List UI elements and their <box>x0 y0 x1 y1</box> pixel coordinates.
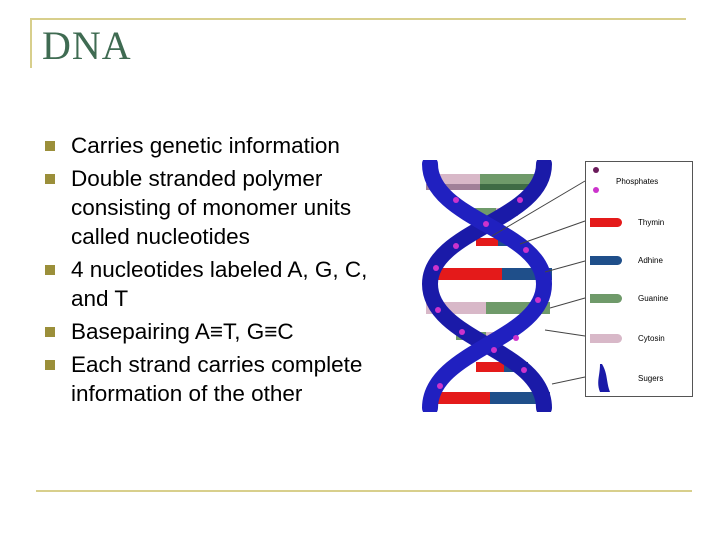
phosphate-dot <box>521 367 527 373</box>
phosphate-dot <box>437 383 443 389</box>
bullet-text: 4 nucleotides labeled A, G, C, and T <box>71 257 368 311</box>
slide-title: DNA <box>42 23 132 68</box>
phosphate-dot <box>453 243 459 249</box>
phosphate-dot <box>491 347 497 353</box>
phosphate-dot <box>517 197 523 203</box>
sugar-backbone-strand <box>422 160 553 412</box>
base-pair <box>476 238 498 246</box>
base-pair <box>426 184 480 190</box>
legend-box: Phosphates Thymin Adhine Guanine Cytosin… <box>585 161 693 397</box>
sugar-strand-icon <box>598 364 610 392</box>
legend-label-sugers: Sugers <box>638 374 664 383</box>
legend-label-cytosin: Cytosin <box>638 334 665 343</box>
bullet-text: Each strand carries complete information… <box>71 352 363 406</box>
square-bullet-icon <box>45 174 55 184</box>
guanine-bar-icon <box>590 294 622 303</box>
phosphate-dot <box>459 329 465 335</box>
legend-label-guanine: Guanine <box>638 294 669 303</box>
base-pair <box>426 268 502 280</box>
base-pair <box>430 392 490 404</box>
base-pair <box>480 174 536 184</box>
thymin-bar-icon <box>590 218 622 227</box>
phosphate-dot <box>453 197 459 203</box>
dna-helix-illustration <box>421 160 553 412</box>
square-bullet-icon <box>45 360 55 370</box>
legend-label-adhine: Adhine <box>638 256 663 265</box>
base-pair <box>476 362 504 372</box>
bullet-item: Basepairing A≡T, G≡C <box>44 317 404 346</box>
phosphate-dots-icon <box>593 187 599 193</box>
bullet-item: Each strand carries complete information… <box>44 350 404 408</box>
bottom-accent-rule <box>36 490 692 492</box>
bullet-item: 4 nucleotides labeled A, G, C, and T <box>44 255 404 313</box>
cytosin-bar-icon <box>590 334 622 343</box>
top-accent-rule <box>30 18 686 20</box>
phosphate-dot <box>513 335 519 341</box>
bullet-text: Carries genetic information <box>71 133 340 158</box>
legend-label-phosphates: Phosphates <box>616 177 659 186</box>
bullet-text: Basepairing A≡T, G≡C <box>71 319 294 344</box>
phosphate-dots-icon <box>593 167 599 173</box>
legend-label-thymin: Thymin <box>638 218 665 227</box>
square-bullet-icon <box>45 265 55 275</box>
phosphate-dot <box>535 297 541 303</box>
phosphate-dot <box>433 265 439 271</box>
phosphate-dot <box>523 247 529 253</box>
square-bullet-icon <box>45 141 55 151</box>
left-accent-rule <box>30 18 32 68</box>
phosphate-dot <box>483 221 489 227</box>
phosphate-dots <box>433 197 541 389</box>
bullet-list: Carries genetic information Double stran… <box>44 131 404 412</box>
bullet-text: Double stranded polymer consisting of mo… <box>71 166 352 249</box>
square-bullet-icon <box>45 327 55 337</box>
bullet-item: Double stranded polymer consisting of mo… <box>44 164 404 251</box>
adhine-bar-icon <box>590 256 622 265</box>
phosphate-dot <box>435 307 441 313</box>
base-pair <box>426 174 480 184</box>
bullet-item: Carries genetic information <box>44 131 404 160</box>
